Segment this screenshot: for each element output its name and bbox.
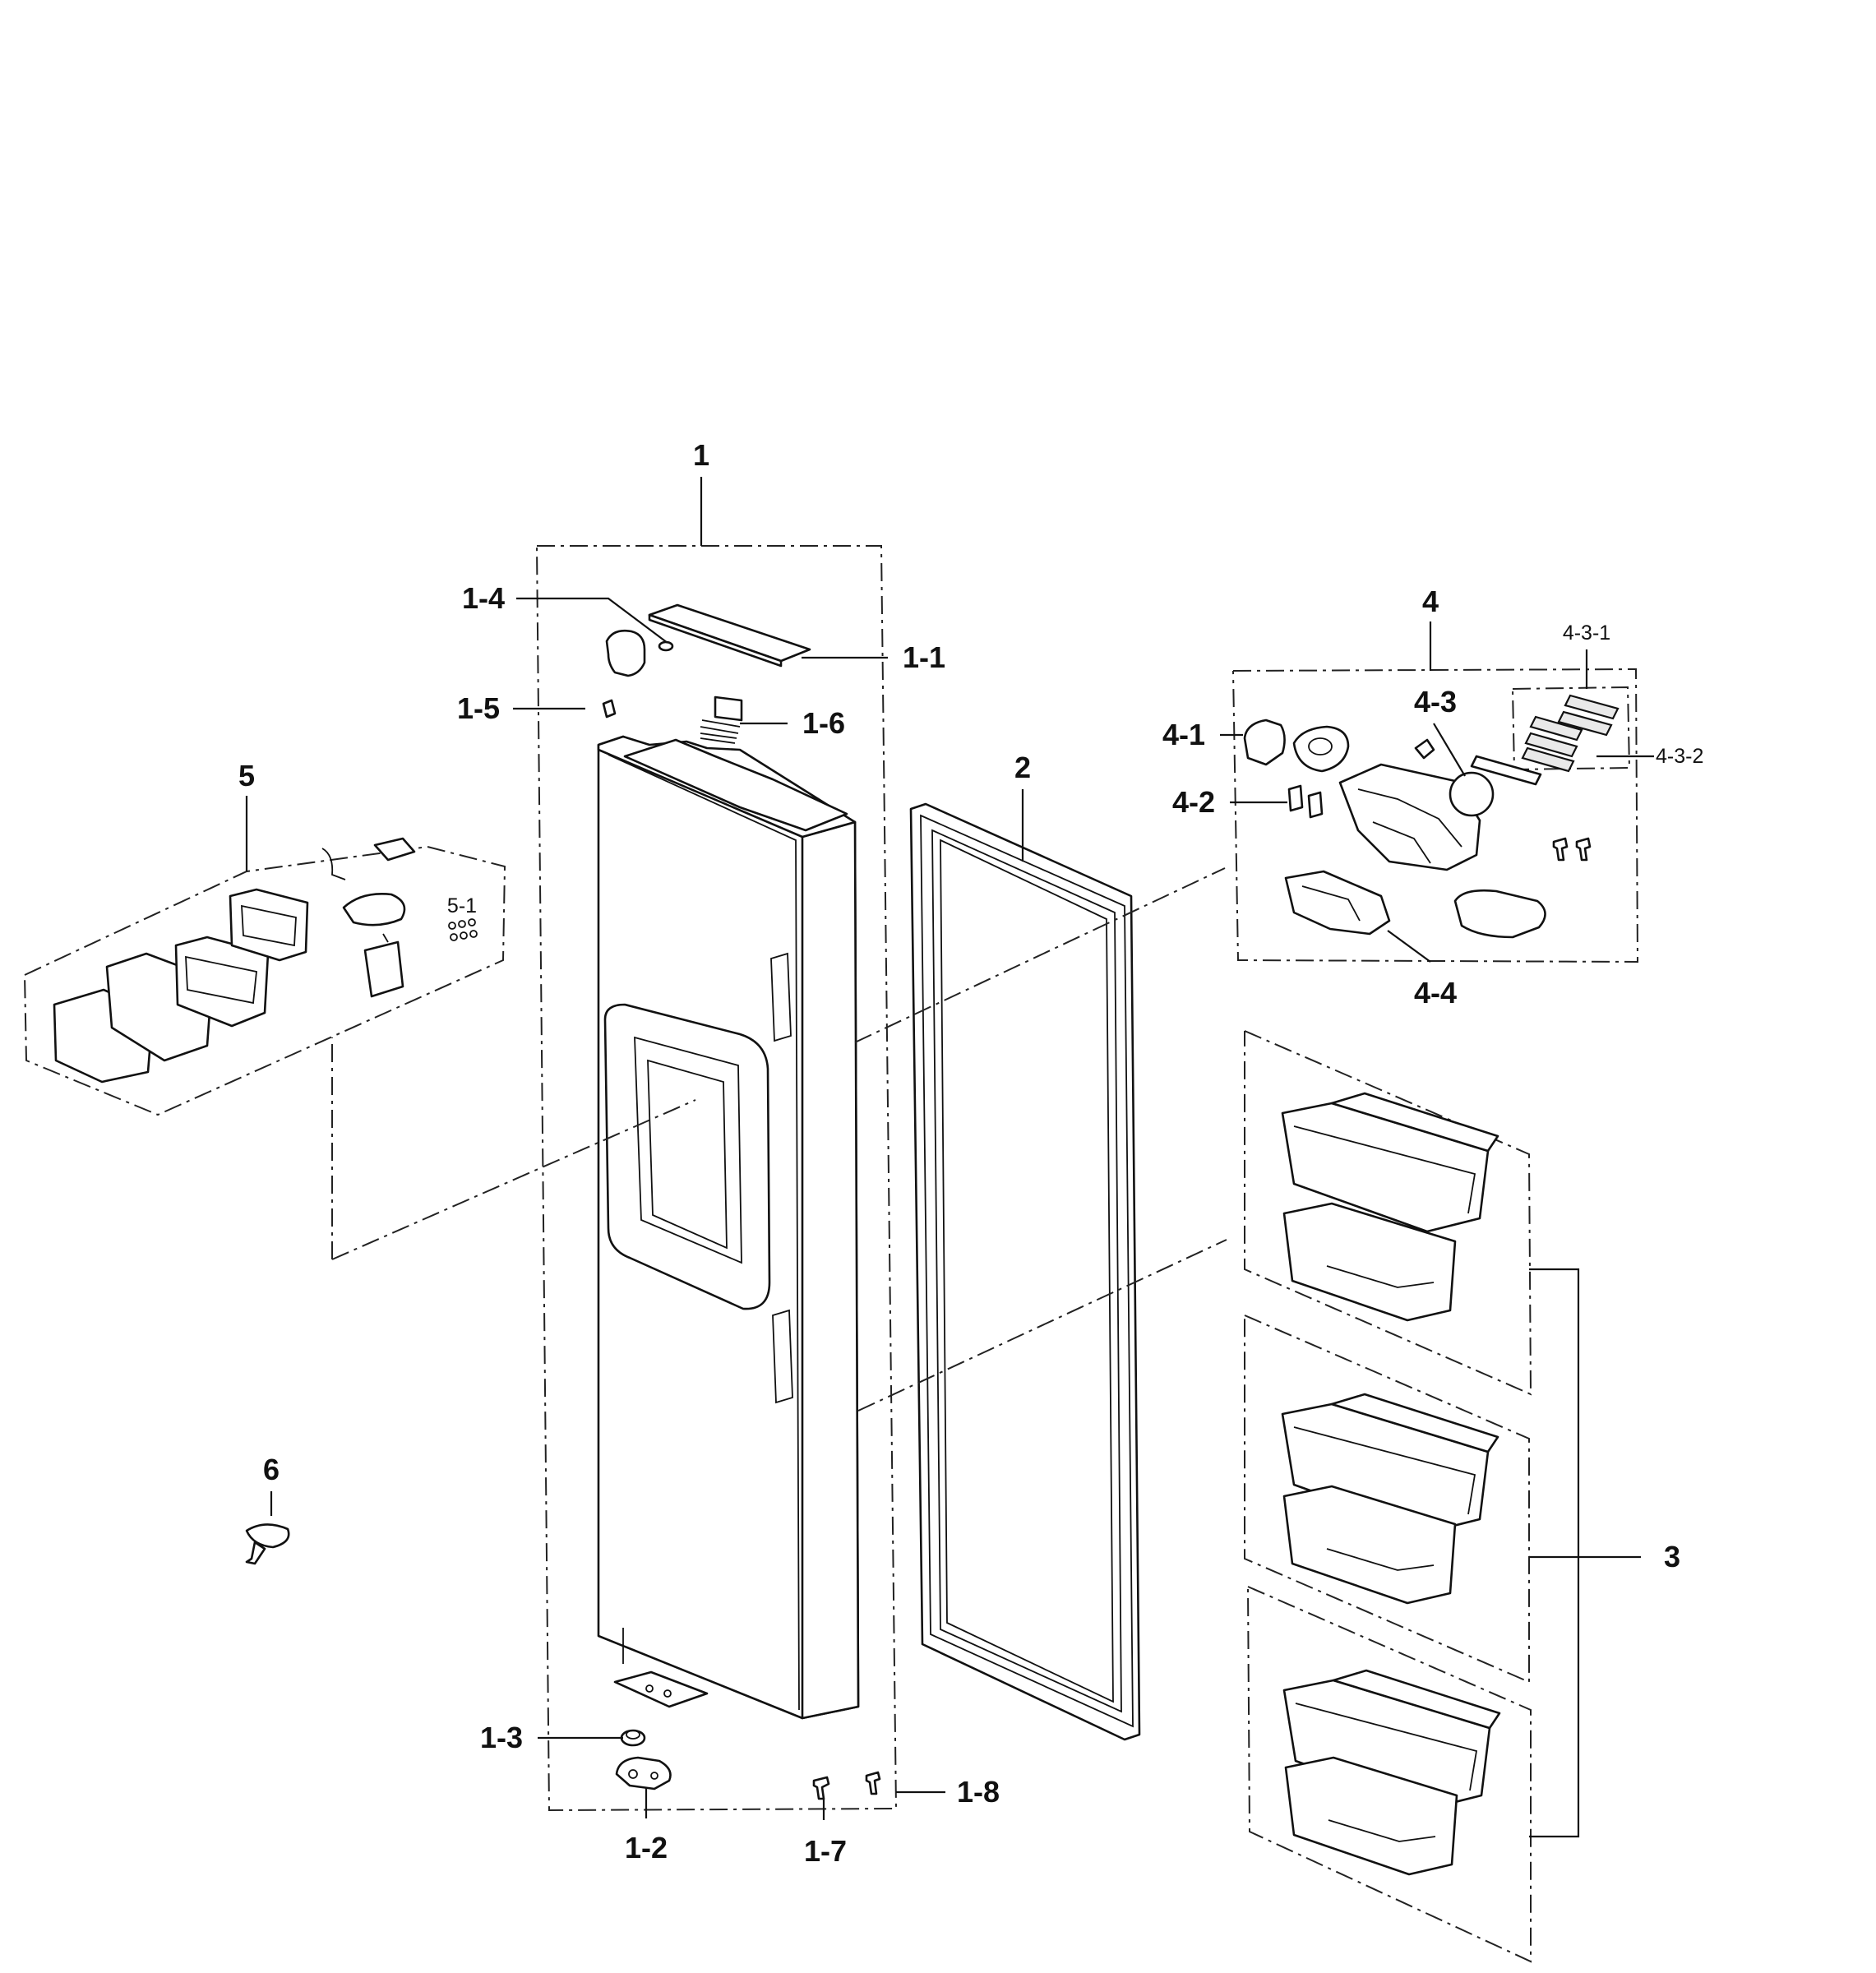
part-4-3-1-heater-strips [1557, 694, 1620, 737]
label-1-4: 1-4 [462, 581, 505, 615]
part-5-1-screws [448, 918, 478, 941]
part-clip [1414, 738, 1435, 760]
part-dispenser-pcb-and-cables [321, 837, 416, 998]
part-2-door-gasket [909, 802, 1141, 1741]
label-5: 5 [238, 759, 255, 792]
label-2: 2 [1014, 751, 1031, 784]
label-6: 6 [263, 1453, 280, 1486]
label-1-3: 1-3 [480, 1721, 523, 1754]
part-dispenser-lever-panel [53, 888, 309, 1084]
part-4-4-ice-chute [1284, 870, 1391, 936]
group-5-outline [24, 845, 506, 1116]
part-dispenser-duct-housing [1338, 763, 1481, 871]
group-5-control-panel: 5 5-1 [24, 759, 506, 1116]
part-1-7-screw [812, 1776, 830, 1800]
part-4-2-switches [1287, 784, 1324, 819]
leader-1-4 [516, 597, 668, 644]
part-lower-hinge-plate [613, 1670, 709, 1708]
label-1-5: 1-5 [457, 691, 500, 725]
label-4-3-2: 4-3-2 [1656, 745, 1703, 768]
label-1-8: 1-8 [957, 1775, 1000, 1809]
group-4-3-outline [1512, 686, 1631, 771]
part-6-hinge-cap [245, 1523, 290, 1565]
group-1-outline [536, 545, 898, 1812]
bin-set-1 [1244, 1030, 1532, 1396]
part-4-1-motor [1243, 719, 1350, 773]
label-1-7: 1-7 [804, 1834, 847, 1868]
door-body [597, 735, 860, 1720]
group-4-outline [1232, 668, 1639, 963]
group-1-door-assembly: 1 1-1 [457, 438, 1000, 1868]
part-4-3-damper [1449, 771, 1495, 817]
leader-4-3 [1433, 723, 1466, 777]
part-1-3-bushing [620, 1729, 646, 1747]
label-1-6: 1-6 [802, 706, 845, 740]
group-4-dispenser-housing: 4 4-3-1 4-3-2 4-1 4-2 [1162, 585, 1703, 1010]
part-housing-screws [1552, 837, 1592, 862]
label-4-3: 4-3 [1414, 685, 1457, 719]
part-1-8-screw [865, 1771, 881, 1795]
part-damper-heater [1470, 755, 1542, 786]
part-4-3-2-heater-strips [1521, 715, 1583, 773]
part-1-2-hinge-block [615, 1756, 672, 1790]
label-3: 3 [1664, 1540, 1680, 1573]
bin-set-2 [1244, 1315, 1530, 1684]
label-4-2: 4-2 [1172, 785, 1215, 819]
bin-set-3 [1247, 1586, 1532, 1963]
group-3-bracket [1529, 1268, 1580, 1838]
label-4-3-1: 4-3-1 [1563, 621, 1610, 645]
part-1-4-hinge [605, 629, 674, 677]
label-1-1: 1-1 [903, 640, 945, 674]
group-3-door-bins: 3 [1244, 1030, 1680, 1963]
part-bucket-cover [1453, 889, 1546, 939]
projection-lines [331, 867, 1227, 1412]
label-4-1: 4-1 [1162, 718, 1205, 751]
part-1-1-top-cover [648, 603, 811, 668]
part-1-6-heater [700, 695, 743, 744]
label-4-4: 4-4 [1414, 976, 1457, 1010]
label-4: 4 [1422, 585, 1439, 618]
leader-4-4 [1387, 930, 1431, 963]
label-1: 1 [693, 438, 709, 472]
part-1-5-pin [602, 699, 617, 719]
label-1-2: 1-2 [625, 1831, 668, 1864]
label-5-1: 5-1 [447, 894, 477, 917]
